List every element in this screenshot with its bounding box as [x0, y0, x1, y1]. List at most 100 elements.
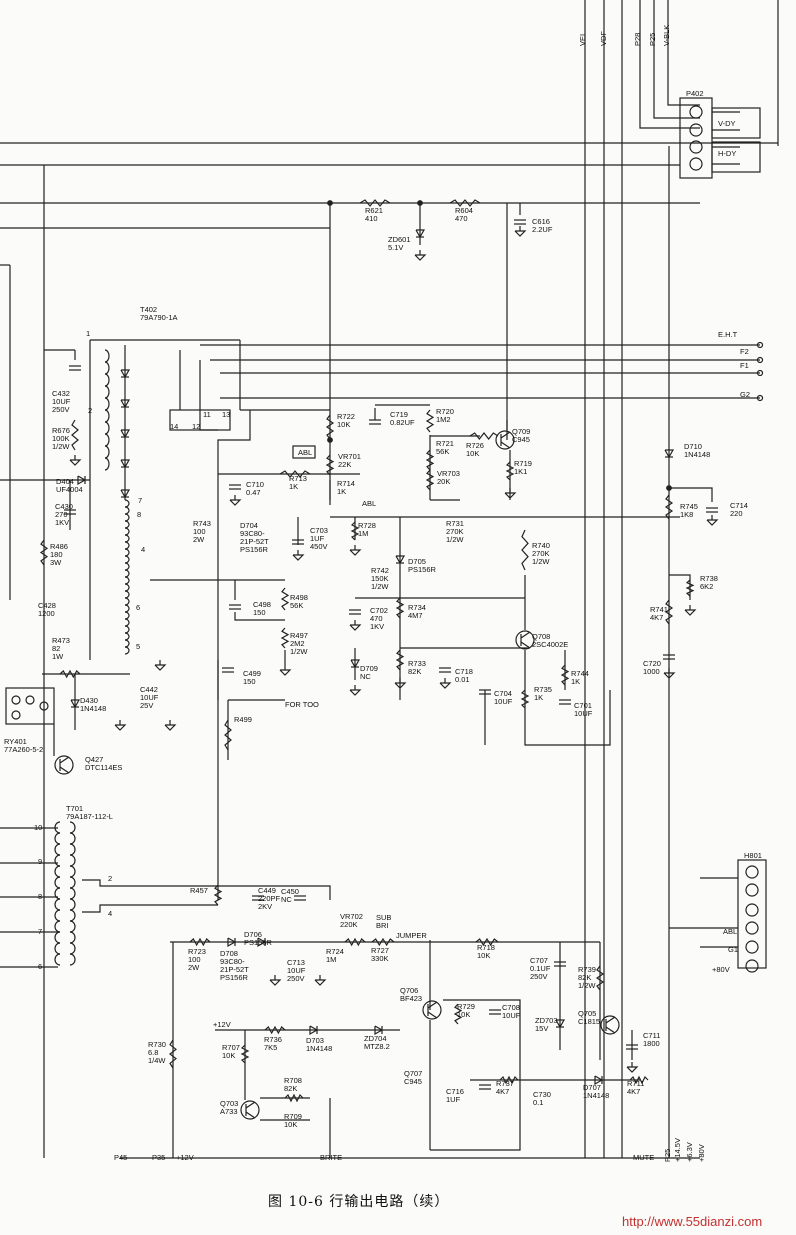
transistor-body [240, 1100, 260, 1120]
resistor-symbol [169, 1039, 177, 1069]
transistor-body [54, 755, 74, 775]
diode-symbol [309, 1025, 319, 1036]
label-r730: R730 6.8 1/4W [148, 1040, 166, 1065]
h-dy-coil [711, 141, 761, 173]
t701-primary [54, 898, 61, 911]
label-plus12: +12V [213, 1020, 231, 1029]
label-pin7: 7 [38, 927, 43, 936]
secondary-coil [124, 541, 130, 550]
label-r723: R723 100 2W [188, 947, 206, 972]
h801-pin [745, 959, 759, 973]
resistor-symbol [425, 449, 435, 471]
t701-primary [54, 953, 61, 966]
label-p45: P45 [114, 1153, 128, 1162]
resistor-symbol [395, 597, 405, 619]
label-d707: D707 1N4148 [583, 1083, 610, 1100]
t402-pin-box [169, 409, 231, 431]
resistor-symbol [350, 521, 360, 541]
t701-primary [54, 832, 61, 845]
primary-coil [104, 433, 110, 447]
resistor-symbol [520, 689, 530, 709]
label-n8: 8 [137, 510, 142, 519]
resistor-symbol [213, 884, 223, 906]
label-sub-bri: SUB BRI [376, 913, 392, 930]
t701-secondary [69, 854, 76, 867]
resistor-symbol [224, 719, 232, 751]
label-q427: Q427 DTC114ES [85, 755, 123, 772]
label-r739: R739 82K 1/2W [578, 965, 596, 990]
diode-symbol [415, 229, 426, 239]
transistor-lead [520, 641, 531, 649]
ground-symbol [684, 609, 697, 616]
label-r714: R714 1K [337, 479, 355, 496]
transistor-body [600, 1015, 620, 1035]
label-brite: BRITE [320, 1153, 343, 1162]
transistor-body [422, 1000, 442, 1020]
transistor-body [515, 630, 535, 650]
label-p402: P402 [686, 89, 704, 98]
label-r457: R457 [190, 886, 208, 895]
secondary-coil [124, 499, 130, 508]
label-f1: F1 [740, 361, 749, 370]
label-t701: T701 79A187-112-L [66, 804, 113, 821]
label-c714: C714 220 [730, 501, 748, 518]
ground-symbol [69, 459, 82, 466]
secondary-coil [124, 513, 130, 522]
label-r736: R736 7K5 [264, 1035, 282, 1052]
connector-pin [689, 105, 703, 119]
label-c442: C442 10UF 25V [140, 685, 159, 710]
label-r676: R676 100K 1/2W [52, 426, 70, 451]
label-r486: R486 180 3W [50, 542, 68, 567]
junction-dot [327, 437, 333, 443]
secondary-coil [124, 520, 130, 529]
label-n12: 12 [192, 422, 201, 431]
ground-symbol [154, 664, 167, 671]
resistor-symbol [264, 1025, 286, 1035]
label-c711: C711 1800 [643, 1031, 661, 1048]
label-n13: 13 [222, 410, 231, 419]
label-pin4: 4 [108, 909, 113, 918]
label-c449: C449 220PF 2KV [258, 886, 281, 911]
label-d704: D704 93C80- 21P-52T PS156R [240, 521, 269, 554]
label-c499: C499 150 [243, 669, 261, 686]
transistor-lead [59, 756, 70, 764]
label-c718: C718 0.01 [455, 667, 473, 684]
secondary-coil [124, 646, 130, 655]
label-r741: R741 4K7 [650, 605, 668, 622]
label-abl-box: ABL [298, 448, 313, 457]
label-vr702: VR702 220K [340, 912, 363, 929]
label-r713: R713 1K [289, 474, 307, 491]
t701-primary [54, 876, 61, 889]
h801-connector [737, 859, 767, 969]
label-c430: C430 270 1KV [55, 502, 73, 527]
terminal-eht [756, 341, 764, 349]
ground-symbol [663, 672, 676, 679]
t701-primary [54, 854, 61, 867]
label-d708: D708 93C80- 21P-52T PS156R [220, 949, 249, 982]
transistor-lead [520, 631, 531, 639]
secondary-coil [124, 632, 130, 641]
label-g2: G2 [740, 390, 751, 399]
label-r718: R718 10K [477, 943, 495, 960]
label-vdy: V-DY [718, 119, 736, 128]
v-dy-coil [711, 107, 761, 139]
label-n2: 2 [88, 406, 93, 415]
secondary-coil [124, 569, 130, 578]
ground-symbol [626, 1066, 639, 1073]
label-r728: R728 1M [358, 521, 376, 538]
label-c707: C707 0.1UF 250V [530, 956, 551, 981]
primary-coil [104, 457, 110, 471]
t701-secondary [69, 898, 76, 911]
transistor-lead [427, 1001, 438, 1009]
label-d703: D703 1N4148 [306, 1036, 333, 1053]
ground-symbol [314, 979, 327, 986]
t701-secondary [69, 909, 76, 922]
resistor-symbol [469, 432, 499, 440]
t701-secondary [69, 821, 76, 834]
ground-symbol [114, 724, 127, 731]
t701-secondary [69, 942, 76, 955]
t701-secondary [69, 832, 76, 845]
ground-symbol [279, 669, 292, 676]
label-zd704: ZD704 MTZ8.2 [364, 1034, 390, 1051]
label-q708: Q708 2SC4002E [532, 632, 569, 649]
